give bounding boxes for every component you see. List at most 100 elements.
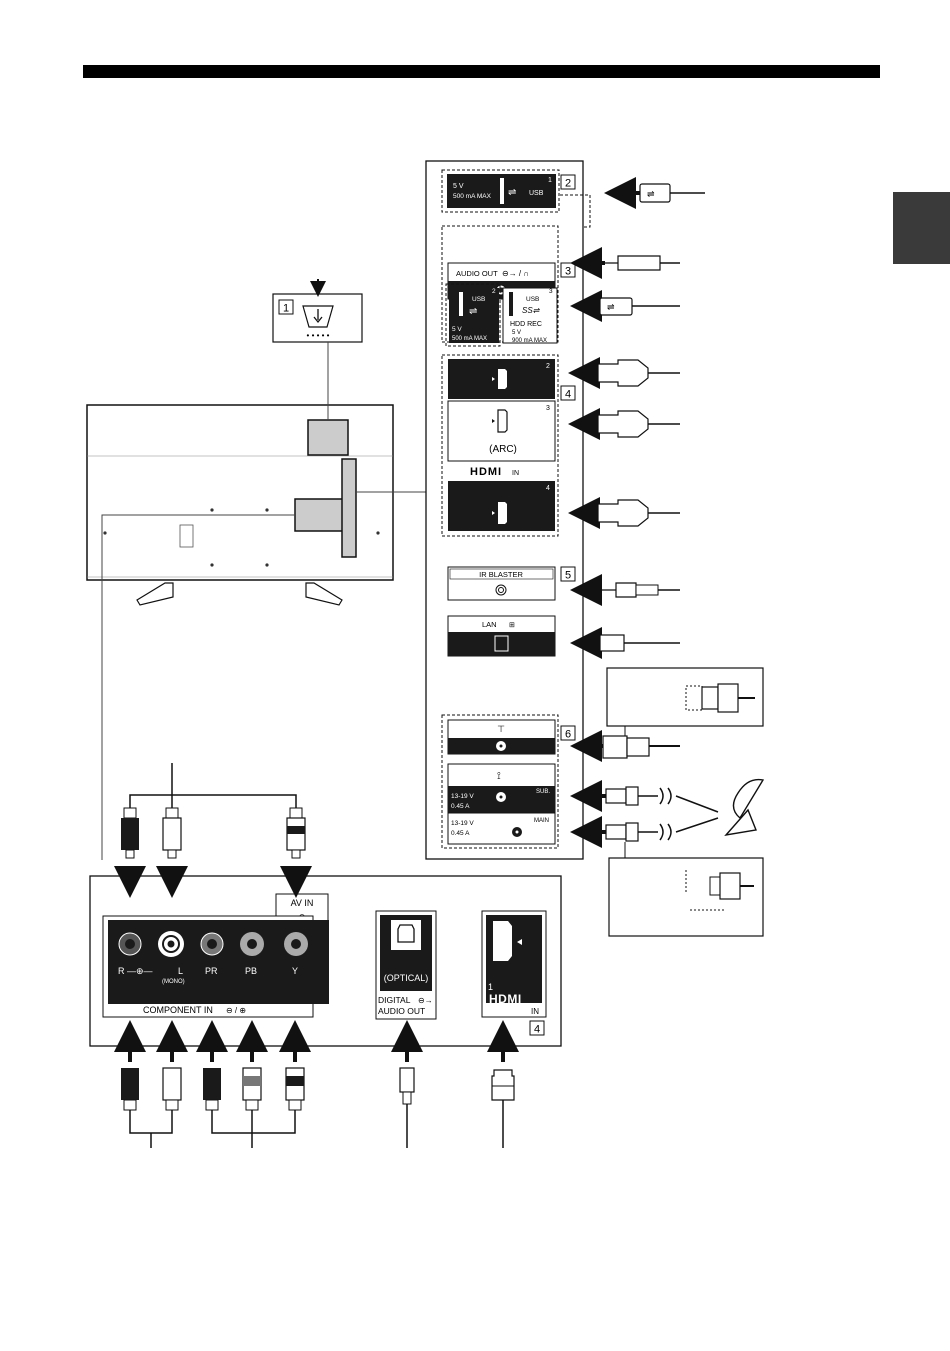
label-l: L — [178, 966, 183, 976]
sat-sub-current: 0.45 A — [451, 803, 470, 810]
usb-cable-top: ⇌ — [612, 184, 705, 202]
hdmi-num-4: 4 — [546, 485, 550, 492]
hdmi1-in: IN — [531, 1007, 539, 1016]
svg-text:⇌: ⇌ — [647, 189, 655, 199]
svg-text:• • • • •: • • • • • — [307, 331, 330, 340]
av-in-label: AV IN — [291, 898, 314, 908]
callout-1-panel: 1 • • • • • — [273, 279, 362, 420]
hdmi-cable-4 — [576, 500, 680, 526]
label-mono: (MONO) — [162, 979, 185, 985]
hdmi1-logo: HDMI — [489, 992, 522, 1006]
usb2-current: 500 mA MAX — [452, 336, 487, 342]
usb3-num: 3 — [549, 288, 553, 295]
side-connector-panel: 5 V 500 mA MAX ⇌ USB 1 2 3 AUDIO OUT ⊖→ … — [426, 161, 590, 859]
hdmi-arc: (ARC) — [489, 444, 517, 455]
label-y: Y — [292, 966, 298, 976]
satellite-detail-box — [609, 842, 763, 936]
satellite-ports[interactable]: ⟟ 13-19 V 0.45 A SUB. 13-19 V 0.45 A MAI… — [448, 764, 555, 844]
rca-pb-jack[interactable] — [240, 932, 264, 956]
rca-y-jack[interactable] — [284, 932, 308, 956]
callout-6-label: 6 — [565, 729, 571, 741]
satellite-cable-main — [578, 818, 718, 841]
sat-sub-voltage: 13-19 V — [451, 793, 474, 800]
lan-label: LAN — [482, 620, 497, 629]
ir-blaster-label: IR BLASTER — [479, 570, 523, 579]
component-in-label: COMPONENT IN — [143, 1005, 213, 1015]
ir-blaster-port[interactable]: IR BLASTER — [448, 567, 555, 600]
lan-cable — [578, 635, 680, 651]
tv-back-view — [87, 405, 393, 605]
label-pb: PB — [245, 966, 257, 976]
callout-2-label: 2 — [565, 178, 571, 190]
callout-4b-label: 4 — [534, 1024, 540, 1036]
headphone-icon: ⊖→ / ∩ — [502, 269, 529, 278]
usb-port-2[interactable]: USB 2 ⇌ 5 V 500 mA MAX — [446, 284, 500, 346]
label-r-dash: —⊕— — [127, 966, 153, 976]
audio-out-label: AUDIO OUT — [456, 269, 498, 278]
optical-label: (OPTICAL) — [384, 973, 429, 983]
label-r: R — [118, 966, 125, 976]
label-pr: PR — [205, 966, 218, 976]
antenna-cable — [578, 736, 680, 758]
callout-1-label: 1 — [283, 303, 289, 315]
satellite-cable-sub — [578, 787, 718, 812]
hdmi-num-3: 3 — [546, 405, 550, 412]
component-icons: ⊖ / ⊕ — [226, 1006, 246, 1015]
optical-audio-out[interactable]: (OPTICAL) DIGITAL ⊖→ AUDIO OUT — [376, 911, 436, 1019]
usb3-label: USB — [526, 296, 539, 303]
sat-main-label: MAIN — [534, 818, 549, 824]
ir-blaster-cable — [578, 583, 680, 597]
usb-cable-hdd: ⇌ — [578, 298, 680, 315]
antenna-detail-box — [607, 668, 763, 738]
hdmi-cable-3 — [576, 411, 680, 437]
optical-audio-out-label: AUDIO OUT — [378, 1006, 425, 1016]
usb-icon: ⇌ — [508, 187, 516, 198]
hdmi-cable-2 — [576, 360, 680, 386]
usb1-current: 500 mA MAX — [453, 193, 492, 200]
antenna-icon: ⊤ — [497, 724, 505, 734]
usb3-voltage: 5 V — [512, 330, 521, 336]
usb2-label: USB — [472, 296, 485, 303]
bottom-connector-panel: AV IN ⊕ R —⊕— L (MONO) PR — [90, 876, 561, 1046]
hdmi-port-3-arc[interactable]: 3 (ARC) — [448, 401, 555, 461]
usb-ss-icon: SS⇌ — [522, 306, 541, 315]
hdmi-num-2: 2 — [546, 363, 550, 370]
lan-port[interactable]: LAN ⊞ — [448, 616, 555, 656]
hdmi-logo: HDMI — [470, 466, 502, 478]
rca-l-jack[interactable] — [158, 931, 184, 957]
svg-text:⇌: ⇌ — [607, 302, 615, 312]
sat-main-current: 0.45 A — [451, 830, 470, 837]
sat-main-voltage: 13-19 V — [451, 820, 474, 827]
usb2-voltage: 5 V — [452, 326, 462, 333]
usb1-num: 1 — [548, 177, 552, 184]
usb-port-3[interactable]: USB 3 SS⇌ HDD REC 5 V 900 mA MAX — [503, 288, 557, 344]
usb-icon: ⇌ — [469, 306, 477, 317]
rca-r-jack[interactable] — [119, 933, 141, 955]
hdmi-port-1[interactable]: 1 HDMI IN — [482, 911, 546, 1017]
callout-3-label: 3 — [565, 266, 571, 278]
hdmi1-num: 1 — [488, 982, 493, 992]
rca-pr-jack[interactable] — [201, 933, 223, 955]
usb-port-1[interactable]: 5 V 500 mA MAX ⇌ USB 1 — [442, 170, 559, 212]
satellite-dish-icon: ⟟ — [497, 771, 501, 782]
hdmi-port-4[interactable]: 4 — [448, 481, 555, 531]
audio-cable — [578, 256, 680, 270]
digital-label: DIGITAL — [378, 995, 411, 1005]
usb3-hdd: HDD REC — [510, 321, 542, 328]
usb1-label: USB — [529, 190, 544, 197]
network-icon: ⊞ — [509, 622, 515, 629]
usb2-num: 2 — [492, 288, 496, 295]
digital-out-icon: ⊖→ — [418, 996, 433, 1005]
satellite-dish-icon — [726, 780, 763, 835]
callout-5-label: 5 — [565, 570, 571, 582]
sat-sub-label: SUB. — [536, 789, 550, 795]
hdmi-port-2[interactable]: 2 — [448, 359, 555, 399]
side-tab — [893, 192, 950, 264]
av-in-cables — [121, 763, 305, 890]
hdmi-in: IN — [512, 470, 519, 477]
usb3-current: 900 mA MAX — [512, 338, 547, 344]
antenna-port[interactable]: ⊤ — [448, 720, 555, 754]
header-bar — [83, 65, 880, 78]
usb1-voltage: 5 V — [453, 183, 464, 190]
